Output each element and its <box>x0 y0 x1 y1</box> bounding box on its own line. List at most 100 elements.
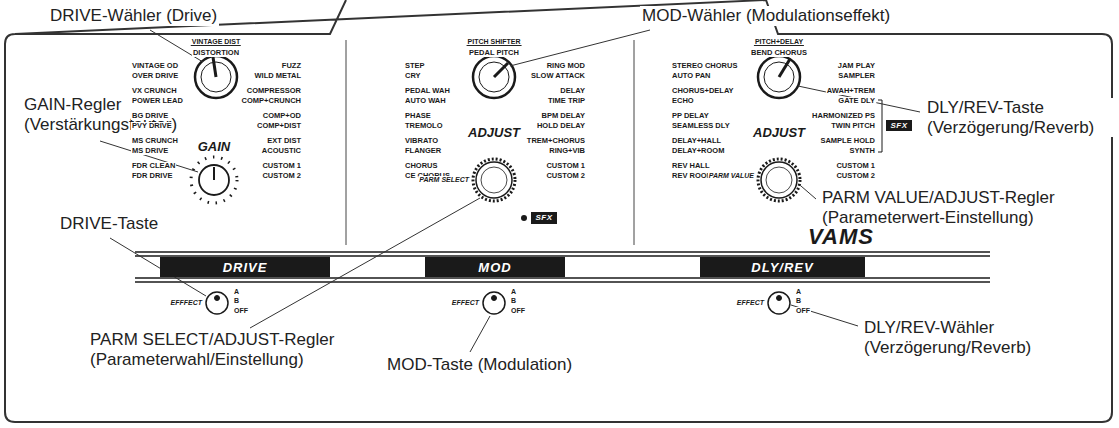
selector-option: TREMOLO <box>404 122 444 130</box>
selector-option: TREM+CHORUS <box>526 137 586 145</box>
selector-option: BEND CHORUS <box>750 49 808 57</box>
panel-outline <box>5 0 1112 422</box>
indicator-dot <box>521 215 527 221</box>
selector-option: CRY <box>404 72 422 80</box>
selector-option: AUTO PAN <box>671 72 711 80</box>
selector-option: CUSTOM 2 <box>835 172 876 180</box>
leader-line <box>100 30 920 352</box>
switch-position: A <box>795 288 802 295</box>
node-text: SFX <box>535 214 552 222</box>
selector-option: ACOUSTIC <box>261 147 302 155</box>
selector-option: GATE DLY <box>837 97 876 105</box>
selector-option: AUTO WAH <box>404 97 447 105</box>
switch-position: B <box>510 297 517 304</box>
selector-option: COMP+DIST <box>256 122 302 130</box>
selector-option: SAMPLER <box>837 72 876 80</box>
section-band: DLY/REV <box>700 257 865 277</box>
selector-option: TWIN PITCH <box>830 122 876 130</box>
selector-option: COMP+OD <box>262 112 302 120</box>
selector-option: STEP <box>404 62 426 70</box>
selector-option: EXT DIST <box>266 137 302 145</box>
selector-option: VINTAGE OD <box>131 62 179 70</box>
selector-option: JAM PLAY <box>837 62 876 70</box>
selector-option: DELAY+ROOM <box>671 147 725 155</box>
selector-option: PP DELAY <box>671 112 710 120</box>
selector-option: FLANGER <box>404 147 442 155</box>
section-band: MOD <box>425 257 565 277</box>
selector-option: SYNTH <box>849 147 876 155</box>
selector-option: PITCH+DELAY <box>754 38 804 46</box>
node-text: MOD <box>478 261 511 274</box>
selector-option: DELAY <box>559 87 586 95</box>
selector-option: AWAH+TREM <box>826 87 876 95</box>
switch-position: OFF <box>510 307 526 314</box>
band-line <box>135 252 990 282</box>
selector-option: MS DRIVE <box>131 147 169 155</box>
adjust-knob <box>473 159 800 201</box>
callout-text: DLY/REV-Taste (Verzögerung/Reverb) <box>925 98 1114 137</box>
selector-option: VX CRUNCH <box>131 87 178 95</box>
selector-option: COMPRESSOR <box>246 87 302 95</box>
selector-option: DELAY+HALL <box>671 137 722 145</box>
selector-option: CUSTOM 1 <box>545 162 586 170</box>
switch-position: B <box>795 297 802 304</box>
node-text: DLY/REV <box>751 261 813 274</box>
selector-option: CHORUS <box>404 162 439 170</box>
section-band: DRIVE <box>160 257 330 277</box>
switch-position: A <box>510 288 517 295</box>
control-label: PARM SELECT <box>418 176 470 183</box>
selector-option: CUSTOM 2 <box>545 172 586 180</box>
sfx-bracket <box>878 100 882 152</box>
selector-option: FUZZ <box>281 62 302 70</box>
selector-option: FDR DRIVE <box>131 172 173 180</box>
node-text: DRIVE <box>223 261 268 274</box>
switch-position: B <box>233 297 240 304</box>
selector-option: PVY DRIVE <box>131 122 173 130</box>
callout-text: PARM SELECT/ADJUST-Regler (Parameterwahl… <box>88 330 354 369</box>
control-label: EFFFECT <box>170 299 204 306</box>
selector-option: MS CRUNCH <box>131 137 179 145</box>
control-label: EFFECT <box>736 299 765 306</box>
sfx-badge: SFX <box>531 212 557 224</box>
node-text: SFX <box>890 122 907 130</box>
selector-option: RING+VIB <box>548 147 586 155</box>
selector-option: PHASE <box>404 112 432 120</box>
selector-option: OVER DRIVE <box>131 72 179 80</box>
switch-position: OFF <box>795 307 811 314</box>
selector-option: PITCH SHIFTER <box>467 38 522 46</box>
control-label: PARM VALUE <box>708 172 755 179</box>
knob-name: ADJUST <box>467 126 521 139</box>
selector-option: VINTAGE DIST <box>191 38 241 46</box>
callout-text: MOD-Taste (Modulation) <box>385 355 574 375</box>
sfx-badge: SFX <box>886 120 912 131</box>
switch-position: OFF <box>233 307 249 314</box>
selector-option: PEDAL WAH <box>404 87 451 95</box>
selector-option: POWER LEAD <box>131 97 184 105</box>
control-label: EFFECT <box>451 299 480 306</box>
callout-text: DLY/REV-Wähler (Verzögerung/Reverb) <box>862 318 1051 357</box>
selector-option: FDR CLEAN <box>131 162 176 170</box>
selector-option: VIBRATO <box>404 137 439 145</box>
knob-name: GAIN <box>197 140 232 153</box>
selector-option: CHORUS+DELAY <box>671 87 735 95</box>
selector-option: SAMPLE HOLD <box>819 137 876 145</box>
selector-option: REV HALL <box>671 162 711 170</box>
selector-option: COMP+CRUNCH <box>241 97 302 105</box>
selector-option: ECHO <box>671 97 695 105</box>
selector-option: STEREO CHORUS <box>671 62 738 70</box>
knob-name: ADJUST <box>752 126 806 139</box>
selector-option: HOLD DELAY <box>536 122 586 130</box>
selector-option: RING MOD <box>546 62 586 70</box>
selector-option: WILD METAL <box>253 72 302 80</box>
selector-option: BG DRIVE <box>131 112 169 120</box>
selector-option: SEAMLESS DLY <box>671 122 731 130</box>
selector-option: TIME TRIP <box>547 97 586 105</box>
gain-knob <box>191 157 237 203</box>
switch-position: A <box>233 288 240 295</box>
callout-text: DRIVE-Taste <box>58 214 160 234</box>
selector-option: PEDAL PITCH <box>468 49 520 57</box>
section-divider <box>346 40 634 245</box>
selector-option: CUSTOM 1 <box>261 162 302 170</box>
selector-option: HARMONIZED PS <box>811 112 876 120</box>
callout-text: MOD-Wähler (Modulationseffekt) <box>640 6 892 26</box>
